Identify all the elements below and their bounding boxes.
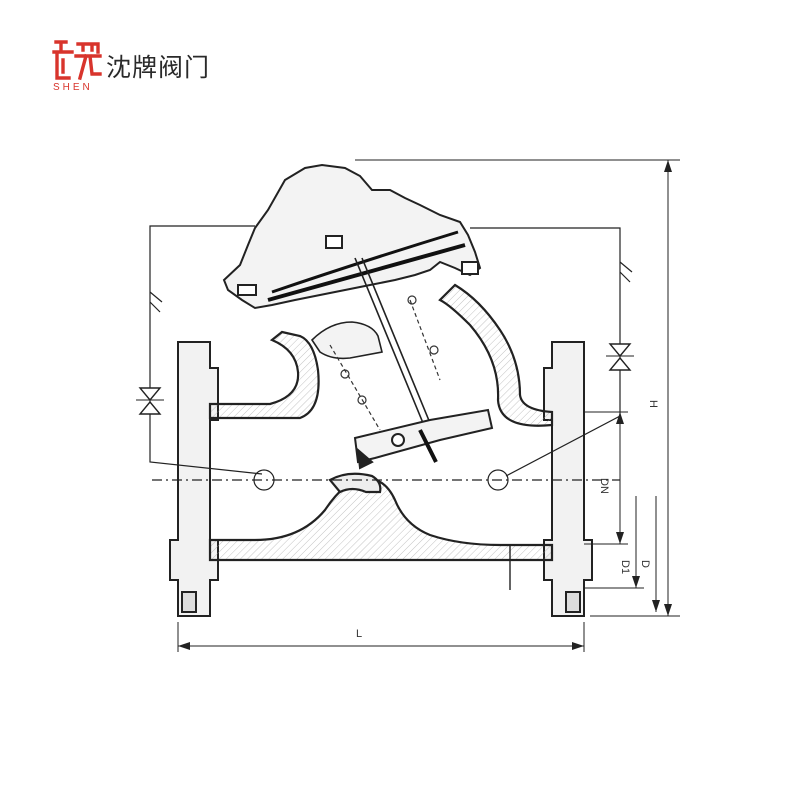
valve-bonnet — [222, 163, 482, 310]
valve-disc — [353, 408, 494, 470]
dimension-label-d1: D1 — [619, 560, 631, 574]
dimension-label-h: H — [647, 400, 659, 408]
dimension-label-l: L — [356, 628, 362, 640]
needle-valve-right-icon — [606, 343, 634, 371]
valve-stem — [310, 257, 438, 441]
left-flange — [169, 341, 219, 617]
pilot-pipe-left — [149, 225, 263, 475]
right-flange — [543, 341, 593, 617]
brand-name: 沈牌阀门 — [106, 53, 211, 82]
needle-valve-left-icon — [136, 387, 164, 415]
dimension-label-d: D — [639, 560, 651, 568]
brand-sub: SHEN — [53, 82, 93, 93]
brand-logo: 沈牌阀门 SHEN — [52, 38, 222, 94]
dimension-label-dn: DN — [598, 478, 610, 494]
brand-mark-icon — [52, 40, 102, 81]
center-marks — [152, 469, 620, 590]
pilot-pipe-right — [470, 227, 633, 477]
dimension-lines — [177, 159, 680, 652]
guide-studs — [329, 295, 441, 431]
valve-body — [208, 283, 554, 562]
